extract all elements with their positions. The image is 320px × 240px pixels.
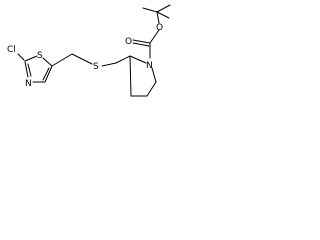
bond-c5-c4-double — [42, 67, 50, 81]
atom-thioether-sulfur: S — [93, 62, 99, 72]
bond-ch2-c2pyr — [115, 55, 131, 64]
bond-cl-c2 — [17, 53, 25, 61]
bond-carbonyl-o-ester — [149, 29, 160, 44]
bond-ctbu-me1 — [142, 7, 158, 13]
bond-c5-ch2 — [51, 53, 73, 67]
atom-ester-oxygen: O — [156, 23, 163, 33]
bond-c5-c4 — [44, 65, 53, 83]
bond-carbonyl-o-double-1 — [132, 39, 151, 44]
atom-chlorine: Cl — [7, 45, 16, 55]
atom-thiazole-nitrogen: N — [25, 79, 32, 89]
bond-s1-c5 — [42, 57, 53, 67]
bond-n3-c2-double — [27, 63, 32, 77]
bond-n-c5pyr — [151, 67, 157, 83]
atom-pyrrolidine-nitrogen: N — [146, 61, 153, 71]
bond-n3-c2 — [24, 61, 29, 78]
bond-o-ctbu — [156, 11, 160, 24]
bond-ctbu-me2 — [156, 4, 171, 13]
structure-diagram: Cl S N S N O O — [7, 4, 171, 97]
atom-carbonyl-oxygen: O — [125, 37, 132, 47]
bond-ch2-s — [71, 53, 93, 65]
bond-carbonyl-o-double-2 — [132, 42, 150, 47]
molecule-canvas: Cl S N S N O O — [0, 0, 179, 107]
bond-s-ch2 — [101, 62, 117, 67]
bond-c3pyr-c2pyr — [129, 55, 132, 97]
atom-thiazole-sulfur: S — [37, 51, 43, 61]
bond-c2-s1 — [24, 55, 38, 62]
bond-ctbu-me3 — [156, 11, 170, 19]
bond-c2pyr-n — [129, 55, 147, 64]
bond-c5pyr-c4pyr — [146, 81, 157, 97]
